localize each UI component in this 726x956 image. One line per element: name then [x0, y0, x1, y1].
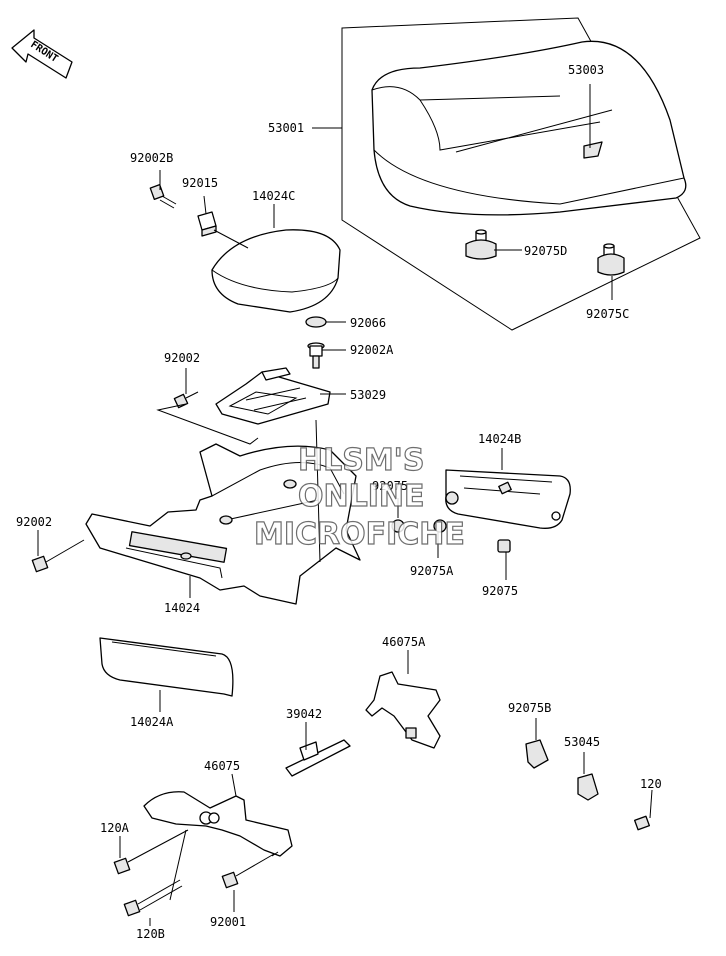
bolt-92002A — [307, 342, 325, 369]
front-arrow-icon: FRONT — [11, 29, 73, 79]
label-92075B: 92075B — [508, 701, 551, 715]
label-92002-lower: 92002 — [16, 515, 52, 529]
leader-lines — [37, 84, 653, 926]
screw-120 — [634, 815, 650, 831]
label-92075D: 92075D — [524, 244, 567, 258]
label-92075C: 92075C — [586, 307, 629, 321]
rubber-stop-92075D — [465, 229, 497, 260]
bolt-92075A — [391, 491, 459, 533]
screw-92001 — [221, 853, 275, 889]
bolt-92002B — [149, 184, 177, 209]
label-46075A: 46075A — [382, 635, 426, 649]
label-92002B: 92002B — [130, 151, 173, 165]
cap-92066 — [305, 316, 327, 328]
label-92075-upper: 92075 — [372, 479, 408, 493]
seat-assembly-frame — [341, 17, 701, 331]
label-14024B: 14024B — [478, 432, 521, 446]
lever-46075 — [143, 791, 293, 857]
label-92075-lower: 92075 — [482, 584, 518, 598]
bolt-92002-lower — [31, 539, 85, 573]
label-14024A: 14024A — [130, 715, 174, 729]
label-53029: 53029 — [350, 388, 386, 402]
label-53001: 53001 — [268, 121, 304, 135]
bracket-14024B — [445, 469, 571, 529]
label-14024: 14024 — [164, 601, 200, 615]
label-92002: 92002 — [164, 351, 200, 365]
screw-120B — [123, 879, 183, 917]
label-92002A: 92002A — [350, 343, 394, 357]
label-53003: 53003 — [568, 63, 604, 77]
label-92075A: 92075A — [410, 564, 454, 578]
damper-92075B — [525, 739, 549, 769]
clip-92015 — [197, 211, 217, 237]
screw-120A — [113, 857, 131, 875]
watermark: HLSM'S ONLINE MICROFICHE — [253, 442, 465, 552]
bolt-92075-lower — [497, 539, 511, 553]
label-92066: 92066 — [350, 316, 386, 330]
label-39042: 39042 — [286, 707, 322, 721]
label-120A: 120A — [100, 821, 130, 835]
label-120B: 120B — [136, 927, 165, 941]
watermark-line1: HLSM'S — [298, 443, 424, 478]
cover-14024C — [211, 229, 341, 313]
rubber-stop-92075C — [597, 243, 625, 276]
hook-46075A — [365, 671, 441, 749]
watermark-line3: MICROFICHE — [254, 517, 465, 552]
seat-53001 — [371, 40, 687, 216]
bracket-53029 — [215, 367, 331, 425]
frame-14024 — [85, 443, 361, 605]
part-labels: 53001 53003 92075D 92075C 92002B 92015 1… — [16, 63, 662, 941]
label-46075: 46075 — [204, 759, 240, 773]
holder-53045 — [577, 773, 599, 801]
watermark-line2: ONLINE — [298, 479, 425, 514]
bolt-92075-upper — [498, 481, 512, 495]
label-92001: 92001 — [210, 915, 246, 929]
label-92015: 92015 — [182, 176, 218, 190]
label-53045: 53045 — [564, 735, 600, 749]
label-120: 120 — [640, 777, 662, 791]
cover-14024A — [99, 637, 234, 697]
rod-39042 — [285, 739, 351, 777]
label-14024C: 14024C — [252, 189, 295, 203]
